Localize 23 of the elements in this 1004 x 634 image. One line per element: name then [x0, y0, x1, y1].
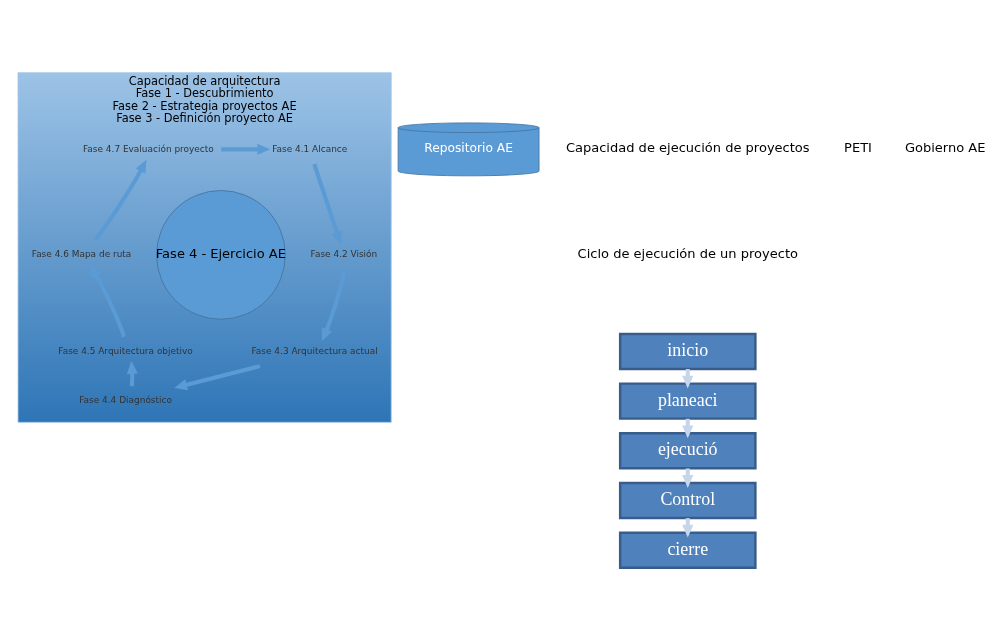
- arrow: [321, 269, 347, 342]
- arrow: [93, 159, 147, 242]
- node-text: Fase 4.3 Arquitectura actual: [251, 345, 378, 356]
- label: PETI: [844, 140, 872, 156]
- arrow: [90, 265, 126, 338]
- arrow: [174, 364, 261, 391]
- label: Capacidad de ejecución de proyectos: [565, 140, 810, 156]
- node-text: Fase 4.4 Diagnóstico: [79, 395, 172, 406]
- node-box: Control: [618, 481, 757, 520]
- node-box: cierre: [618, 531, 757, 569]
- node-text: Fase 4.7 Evaluación proyecto: [83, 143, 214, 154]
- arrow: [312, 163, 343, 245]
- node-text: Fase 4.5 Arquitectura objetivo: [58, 345, 193, 356]
- arrow: [221, 143, 271, 155]
- node-box: inicio: [618, 332, 757, 371]
- node-box: ejecució: [618, 432, 757, 470]
- node-circle: Fase 4 - Ejercicio AE: [156, 190, 286, 320]
- node-text: Fase 4.6 Mapa de ruta: [31, 249, 132, 260]
- label: Ciclo de ejecución de un proyecto: [577, 245, 798, 261]
- node-text: Fase 4.2 Visión: [310, 249, 378, 260]
- label: Gobierno AE: [904, 140, 986, 156]
- node-text: Fase 4.1 Alcance: [272, 143, 348, 154]
- node-box: planeaci: [618, 382, 757, 420]
